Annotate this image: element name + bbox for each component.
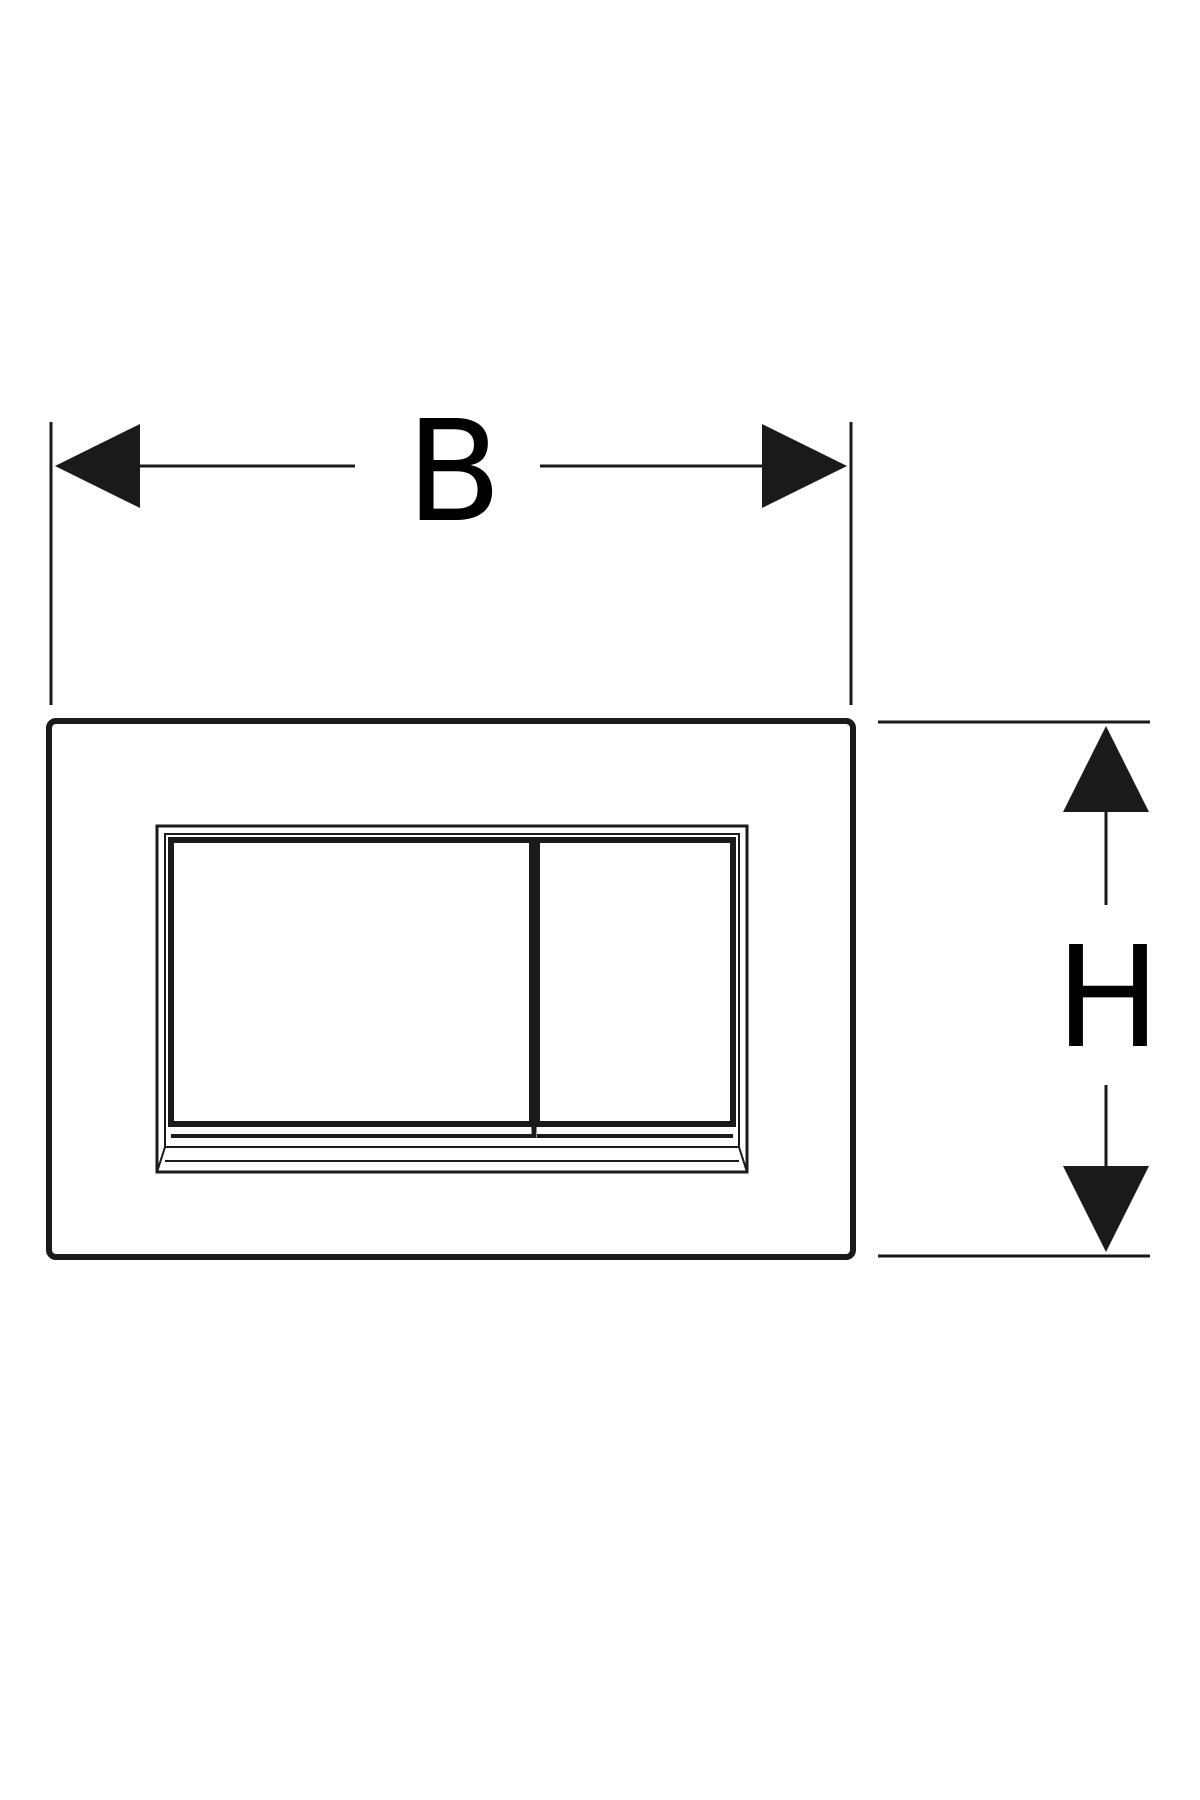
button-recess-frame <box>155 824 749 1174</box>
outer-cover-plate <box>46 718 856 1260</box>
width-label: B <box>406 391 502 554</box>
flush-plate <box>46 718 856 1260</box>
width-arrowhead-right <box>762 424 847 508</box>
small-flush-button <box>534 837 736 1127</box>
height-dimension <box>878 720 1150 1258</box>
height-arrowhead-bottom <box>1063 1166 1149 1252</box>
recess-bevel-bottom-right <box>738 1146 748 1173</box>
width-arrowhead-left <box>55 424 140 508</box>
width-dimension <box>49 422 853 705</box>
recess-bevel-bottom-left <box>156 1146 166 1173</box>
button-recess-inner <box>164 833 740 1148</box>
height-arrowhead-top <box>1063 726 1149 812</box>
height-label: H <box>1055 917 1160 1080</box>
large-flush-button <box>168 837 535 1127</box>
